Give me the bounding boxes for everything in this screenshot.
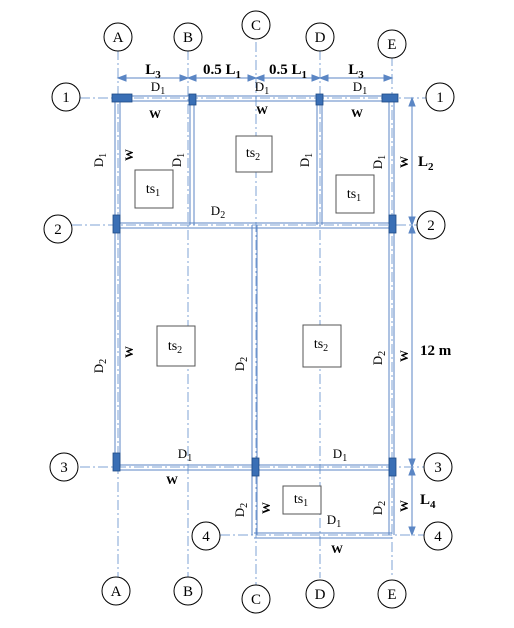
beam-label-D1-A1B1: D1 [151, 79, 165, 97]
beam-label-D2-A23: D2 [91, 359, 109, 373]
bubble-E-top: E [387, 37, 396, 53]
bubble-B-bottom: B [183, 584, 193, 600]
wall-label-C34: W [259, 502, 273, 514]
beam-label-D1-row4: D1 [327, 512, 341, 530]
slab-label-ts1-b: ts1 [347, 187, 361, 204]
slab-boxes [134, 135, 375, 515]
wall-label-E12: W [397, 156, 411, 168]
wall-label-D1E1: W [351, 106, 363, 120]
slab-label-ts2-a: ts2 [246, 146, 260, 163]
bubble-D-top: D [315, 30, 326, 46]
bubble-2-left: 2 [54, 222, 62, 238]
bubble-labels: A B C D E 1 1 2 2 3 3 4 4 A B C D E [54, 18, 444, 608]
beam-label-D2-E23: D2 [370, 351, 388, 365]
bubble-1-right: 1 [436, 90, 444, 106]
column-E3 [388, 457, 397, 477]
dim-12m: 12 m [420, 343, 452, 359]
beam-label-D2-C23: D2 [232, 357, 250, 371]
slab-label-ts1-c: ts1 [294, 492, 308, 509]
bubble-2-right: 2 [427, 218, 435, 234]
beam-label-D2-C34: D2 [232, 503, 250, 517]
bubble-1-left: 1 [62, 90, 70, 106]
wall-label-row3: W [166, 473, 178, 487]
column-E2 [388, 214, 397, 234]
bubble-B-top: B [183, 30, 193, 46]
dim-L3-left: L3 [145, 62, 161, 81]
beam-label-D1-D1E1: D1 [353, 79, 367, 97]
bubble-D-bottom: D [315, 587, 326, 603]
bubble-E-bottom: E [387, 587, 396, 603]
bubble-3-right: 3 [434, 460, 442, 476]
wall-label-A1B1: W [149, 107, 161, 121]
slab-label-ts2-c: ts2 [314, 337, 328, 354]
column-C3 [251, 457, 260, 477]
beam-label-D1-A3C3: D1 [178, 446, 192, 464]
slab-label-ts2-b: ts2 [168, 339, 182, 356]
beam-label-D1-A12: D1 [91, 153, 109, 167]
beam-labels-horizontal: D1 D1 D1 D2 D1 D1 D1 [151, 79, 367, 530]
column-B1 [188, 93, 197, 106]
beam-label-D2-E34: D2 [370, 501, 388, 515]
beam-label-D1-D12: D1 [297, 153, 315, 167]
wall-label-E23: W [397, 350, 411, 362]
slab-box-1 [134, 169, 174, 209]
bubble-C-bottom: C [251, 592, 261, 608]
beam-label-D1-E12: D1 [370, 155, 388, 169]
beam-label-D1-B1D1: D1 [255, 79, 269, 97]
wall-label-row4: W [331, 542, 343, 556]
wall-label-E34: W [397, 500, 411, 512]
slab-box-5 [302, 324, 342, 368]
column-A3 [112, 452, 121, 472]
grid-bubbles [43, 10, 455, 614]
beam-label-D1-C3E3: D1 [333, 446, 347, 464]
slab-box-4 [156, 325, 196, 367]
dim-L3-right: L3 [348, 62, 364, 81]
bubble-A-bottom: A [111, 584, 122, 600]
dim-L1-right: 0.5 L1 [269, 62, 307, 81]
slab-box-2 [235, 135, 273, 173]
dim-L1-left: 0.5 L1 [203, 62, 241, 81]
bubble-A-top: A [113, 30, 124, 46]
slab-box-3 [335, 174, 375, 214]
column-A2 [112, 214, 121, 234]
dimension-lines [116, 74, 416, 537]
slab-box-6 [282, 485, 322, 515]
beam-label-D2-row2: D2 [211, 203, 225, 221]
column-A1 [111, 93, 133, 103]
column-D1 [315, 93, 324, 106]
slab-labels: ts1 ts2 ts1 ts2 ts2 ts1 [146, 146, 361, 509]
dim-L4: L4 [420, 492, 436, 511]
beam-labels-vertical: D1 D1 D1 D1 D2 D2 D2 D2 D2 [91, 153, 388, 517]
bubble-4-left: 4 [202, 529, 210, 545]
bubble-C-top: C [251, 18, 261, 34]
slab-label-ts1-a: ts1 [146, 182, 160, 199]
column-E1 [381, 93, 399, 103]
wall-label-A12: W [122, 149, 136, 161]
columns [111, 93, 399, 477]
wall-labels-horizontal: W W W W W [149, 103, 363, 556]
dim-L2: L2 [418, 154, 434, 173]
wall-label-B1D1: W [256, 103, 268, 117]
dimension-labels: L3 0.5 L1 0.5 L1 L3 L2 12 m L4 [145, 62, 452, 511]
bubble-4-right: 4 [434, 529, 442, 545]
beam-label-D1-B12: D1 [169, 153, 187, 167]
bubble-3-left: 3 [60, 460, 68, 476]
wall-labels-vertical: W W W W W W [122, 149, 411, 514]
wall-label-A23: W [122, 346, 136, 358]
